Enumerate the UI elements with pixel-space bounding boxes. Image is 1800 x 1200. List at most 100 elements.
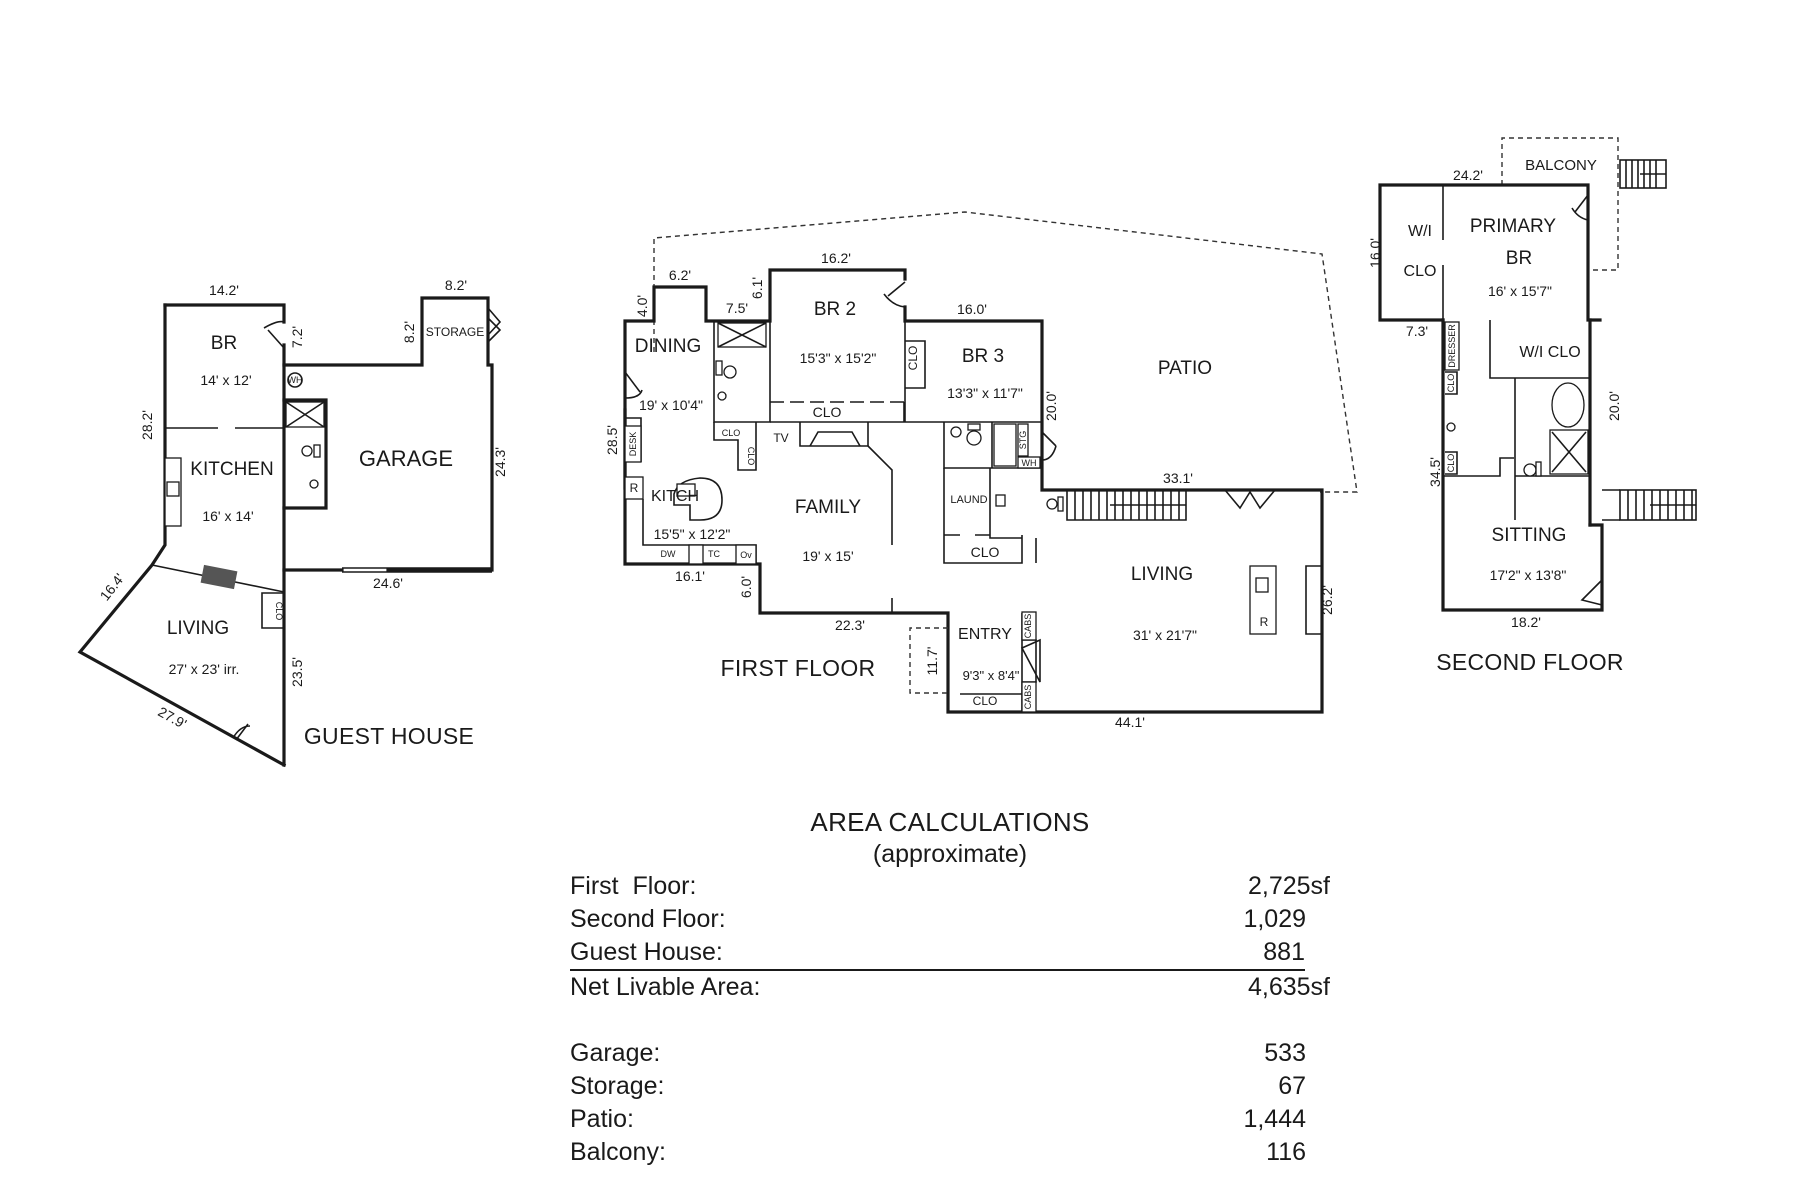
clo-label: CLO [722,428,741,438]
refrigerator-label: R [630,481,639,495]
living-size: 31' x 21'7" [1133,627,1197,643]
guest-living-size: 27' x 23' irr. [169,661,240,677]
dim-label: 27.9' [155,703,189,732]
guest-wh-label: WH [288,375,303,385]
second-floor-plan: DRESSER CLO CLO PRIMARY BR 16' x 15'7" W… [1367,137,1697,675]
guest-garage-name: GARAGE [359,446,453,471]
area-label: Second Floor: [570,905,726,933]
clo-label: CLO [971,544,1000,560]
wi-clo-name2: CLO [1404,263,1437,280]
dim-label: 8.2' [401,321,417,343]
guest-house-title: GUEST HOUSE [304,723,474,749]
sitting-size: 17'2" x 13'8" [1490,567,1567,583]
dim-label: 16.0' [1367,238,1383,268]
br2-size: 15'3" x 15'2" [800,350,877,366]
wi-clo-2-name: W/I CLO [1519,344,1580,361]
dim-label: 23.5' [289,657,305,687]
dim-label: 28.2' [139,410,155,440]
dim-label: 11.7' [924,647,940,676]
cabinets-label: CABS [1023,614,1033,639]
dim-label: 33.1' [1163,470,1193,486]
second-floor-title: SECOND FLOOR [1436,649,1624,675]
dim-label: 28.5' [604,425,620,455]
primary-br-size: 16' x 15'7" [1488,283,1552,299]
area-row-net-livable: Net Livable Area: 4,635sf [570,971,1330,1004]
area-label: Net Livable Area: [570,973,761,1001]
area-title: AREA CALCULATIONS [810,807,1090,837]
kitchen-name: KITCH [651,488,699,505]
primary-br-name: PRIMARY [1470,216,1557,237]
dim-label: 16.1' [675,568,705,584]
living-name: LIVING [1131,564,1193,585]
dim-label: 6.1' [749,277,765,299]
area-row-guest-house: Guest House: 881 [570,936,1305,971]
clo-label: CLO [813,404,842,420]
clo-label: CLO [1446,374,1456,393]
first-floor-title: FIRST FLOOR [721,655,876,681]
area-value: 4,635sf [1247,973,1330,1001]
area-label: Storage: [570,1072,665,1100]
dim-label: 4.0' [634,295,650,317]
dim-label: 8.2' [445,277,467,293]
br3-size: 13'3" x 11'7" [947,385,1023,401]
kitchen-size: 15'5" x 12'2" [654,526,731,542]
area-row-first-floor: First Floor: 2,725sf [570,870,1330,903]
guest-br-size: 14' x 12' [200,372,251,388]
area-value: 533 [1264,1039,1306,1067]
family-size: 19' x 15' [802,548,853,564]
balcony-name: BALCONY [1525,157,1597,174]
dining-name: DINING [635,336,702,357]
laundry-name: LAUND [950,494,987,506]
refrigerator-label: R [1260,615,1269,629]
dim-label: 16.0' [957,301,987,317]
dim-label: 18.2' [1511,614,1541,630]
desk-label: DESK [628,432,638,457]
br2-name: BR 2 [814,299,856,320]
dim-label: 24.6' [373,575,403,591]
first-floor-plan: CLO CLO CLO CLO TV DESK R DW TC Ov STG W… [604,211,1358,730]
water-heater-label: WH [1022,458,1037,468]
dining-size: 19' x 10'4" [639,397,703,413]
area-value: 1,444 [1243,1105,1306,1133]
area-row-storage: Storage: 67 [570,1070,1330,1103]
guest-kitchen-name: KITCHEN [190,459,273,480]
entry-name: ENTRY [958,626,1012,643]
dim-label: 6.0' [738,576,754,598]
guest-house-plan: WH CLO BR 14' x 12' KITCHEN 16' x 14' LI… [77,277,508,768]
clo-label: CLO [746,447,756,466]
dim-label: 6.2' [669,267,691,283]
trash-compactor-label: TC [708,549,720,559]
dishwasher-label: DW [661,549,676,559]
area-row-patio: Patio: 1,444 [570,1103,1330,1136]
dim-label: 34.5' [1427,457,1443,487]
dim-label: 20.0' [1606,391,1622,421]
dresser-label: DRESSER [1447,324,1457,368]
area-value: 2,725sf [1247,872,1330,900]
guest-storage-name: STORAGE [426,325,484,339]
dim-label: 26.2' [1319,585,1335,615]
area-value: 116 [1266,1138,1306,1166]
clo-label: CLO [973,694,998,708]
guest-clo-label: CLO [274,602,284,621]
guest-br-name: BR [211,333,237,354]
area-row-balcony: Balcony: 116 [570,1136,1330,1169]
area-label: Guest House: [570,938,723,966]
dim-label: 16.2' [821,250,851,266]
dim-label: 14.2' [209,282,239,298]
area-label: First Floor: [570,872,697,900]
area-label: Patio: [570,1105,634,1133]
guest-kitchen-size: 16' x 14' [202,508,253,524]
area-label: Garage: [570,1039,661,1067]
primary-br-name2: BR [1506,248,1532,269]
dim-label: 7.2' [289,326,305,348]
guest-living-name: LIVING [167,618,229,639]
wi-clo-name: W/I [1408,223,1432,240]
family-name: FAMILY [795,497,861,518]
br3-name: BR 3 [962,346,1004,367]
dim-label: 44.1' [1115,714,1145,730]
dim-label: 7.3' [1406,323,1428,339]
clo-label: CLO [906,346,920,371]
dim-label: 24.3' [492,447,508,477]
entry-size: 9'3" x 8'4" [963,668,1020,683]
